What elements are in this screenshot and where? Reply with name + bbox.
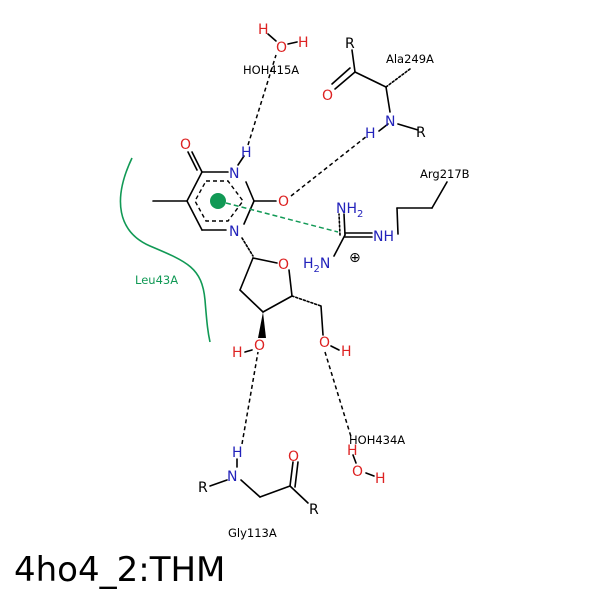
arg217-fragment [333,181,448,257]
ala249-nh-hydrogen: H [365,126,376,142]
water-434-hydrogen-2: H [375,471,386,487]
ring-nh-hydrogen: H [241,145,252,161]
residue-label-gly113: Gly113A [228,526,277,540]
residue-label-hoh434: HOH434A [349,433,405,447]
water-434-oxygen: O [352,464,363,480]
hydrophobic-contact-curve [119,157,211,343]
ring-carbonyl-oxygen-2: O [278,194,289,210]
water-hoh415 [267,33,298,45]
gly113-nitrogen: N [227,469,237,485]
sugar-hydroxyl-oxygen-3: O [254,338,265,354]
water-hoh434 [352,454,375,477]
gly113-nh-hydrogen: H [232,445,243,461]
sugar-ring-oxygen: O [278,257,289,273]
ala249-fragment [331,49,419,132]
arg217-h2n-lower: H2N [303,256,330,275]
ala249-nitrogen: N [385,114,395,130]
sugar-hydroxyl-hydrogen-5: H [341,344,352,360]
sugar-hydroxyl-oxygen-5: O [319,335,330,351]
arg217-nh2-upper: NH2 [336,201,363,220]
arg217-positive-charge: ⊕ [349,250,361,266]
thymine-ring [152,151,277,257]
residue-label-leu43: Leu43A [135,273,178,287]
water-415-hydrogen-1: H [258,22,269,38]
residue-label-arg217: Arg217B [420,167,470,181]
ring-carbonyl-oxygen-1: O [180,137,191,153]
gly113-r-group-1: R [198,480,208,496]
hbond-o2-to-ala249 [290,135,368,197]
ring-nitrogen-n3: N [229,166,239,182]
arg217-nh: NH [373,229,394,245]
hbond-o5-to-hoh434 [324,351,353,441]
gly113-fragment [209,458,309,504]
water-434-hydrogen-1: H [347,443,358,459]
hbond-nh-to-hoh415 [247,54,277,146]
sugar-ring [239,257,340,353]
sugar-hydroxyl-hydrogen-3: H [232,345,243,361]
gly113-r-group-2: R [309,502,319,518]
ligand-title: 4ho4_2:THM [14,550,226,590]
hbond-o3-to-gly113 [241,351,259,445]
cation-pi-contact [225,202,339,233]
ring-nitrogen-n1: N [229,224,239,240]
ala249-carbonyl-oxygen: O [322,88,333,104]
residue-label-ala249: Ala249A [386,52,434,66]
ala249-r-group-1: R [345,36,355,52]
ala249-r-group-2: R [416,125,426,141]
water-415-hydrogen-2: H [298,35,309,51]
gly113-carbonyl-oxygen: O [288,449,299,465]
ring-centroid-marker [210,193,226,209]
water-415-oxygen: O [276,40,287,56]
